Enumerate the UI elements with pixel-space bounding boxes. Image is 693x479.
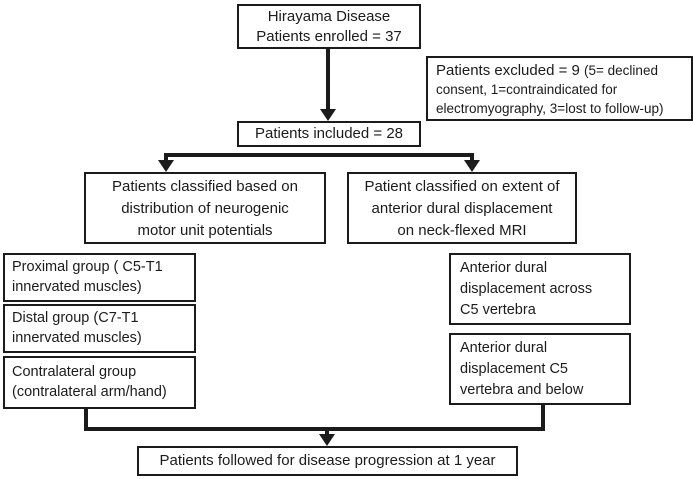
box-text-line: innervated muscles) [12, 279, 142, 295]
connector-enrolled-to-included [326, 49, 330, 110]
box-text-line: Anterior dural [460, 340, 548, 356]
box-text-line: Patients followed for disease progressio… [159, 452, 496, 469]
box-patients-included: Patients included = 28 [237, 121, 421, 147]
box-text-line: Patients enrolled = 37 [256, 28, 402, 45]
box-text-line: distribution of neurogenic [121, 200, 289, 217]
box-text-line: Hirayama Disease [267, 8, 391, 25]
connector-branch-horizontal [164, 153, 474, 157]
box-text-line: Patient classified on extent of [364, 178, 560, 195]
box-text-line: anterior dural displacement [371, 200, 553, 217]
box-patients-enrolled: Hirayama Disease Patients enrolled = 37 [237, 4, 421, 49]
box-proximal-group: Proximal group ( C5-T1 innervated muscle… [3, 253, 196, 302]
box-text-line: innervated muscles) [12, 330, 142, 346]
arrowhead-to-emg-classification [158, 160, 174, 172]
box-mri-classification: Patient classified on extent of anterior… [347, 172, 577, 244]
connector-merge-right-vertical [541, 403, 545, 431]
box-followup-one-year: Patients followed for disease progressio… [137, 446, 518, 476]
box-dural-displacement-across-c5: Anterior dural displacement across C5 ve… [449, 253, 631, 325]
box-text-line: displacement across [460, 281, 593, 297]
arrowhead-to-mri-classification [464, 160, 480, 172]
box-distal-group: Distal group (C7-T1 innervated muscles) [3, 304, 196, 353]
box-contralateral-group: Contralateral group (contralateral arm/h… [3, 356, 196, 409]
box-text-line: Distal group (C7-T1 [12, 310, 139, 326]
box-text-line: displacement C5 [460, 361, 568, 377]
box-text-line: motor unit potentials [137, 222, 273, 239]
box-emg-classification: Patients classified based on distributio… [84, 172, 326, 244]
arrowhead-to-followup [319, 434, 335, 446]
box-dural-displacement-c5-below: Anterior dural displacement C5 vertebra … [449, 333, 631, 405]
connector-merge-left-vertical [84, 407, 88, 431]
box-text-line: Patients included = 28 [254, 125, 404, 142]
box-patients-excluded: Patients excluded = 9 (5= declined conse… [426, 56, 693, 121]
connector-branch-left-vertical [164, 153, 168, 162]
arrowhead-enrolled-to-included [320, 109, 336, 121]
excluded-detail-text: (5= declined consent, 1=contraindicated … [436, 63, 664, 116]
excluded-count-text: Patients excluded = 9 [436, 62, 580, 79]
box-text-line: on neck-flexed MRI [397, 222, 527, 239]
connector-merge-center-vertical [325, 429, 329, 436]
box-text-line: Patients classified based on [112, 178, 298, 195]
box-text-line: (contralateral arm/hand) [12, 384, 167, 400]
connector-merge-horizontal [84, 427, 545, 431]
box-text-line: Contralateral group [12, 364, 137, 380]
box-text-line: vertebra and below [460, 382, 584, 398]
connector-branch-right-vertical [470, 153, 474, 162]
box-text-line: Anterior dural [460, 260, 548, 276]
box-text-line: Proximal group ( C5-T1 [12, 259, 163, 275]
box-text-line: C5 vertebra [460, 302, 536, 318]
